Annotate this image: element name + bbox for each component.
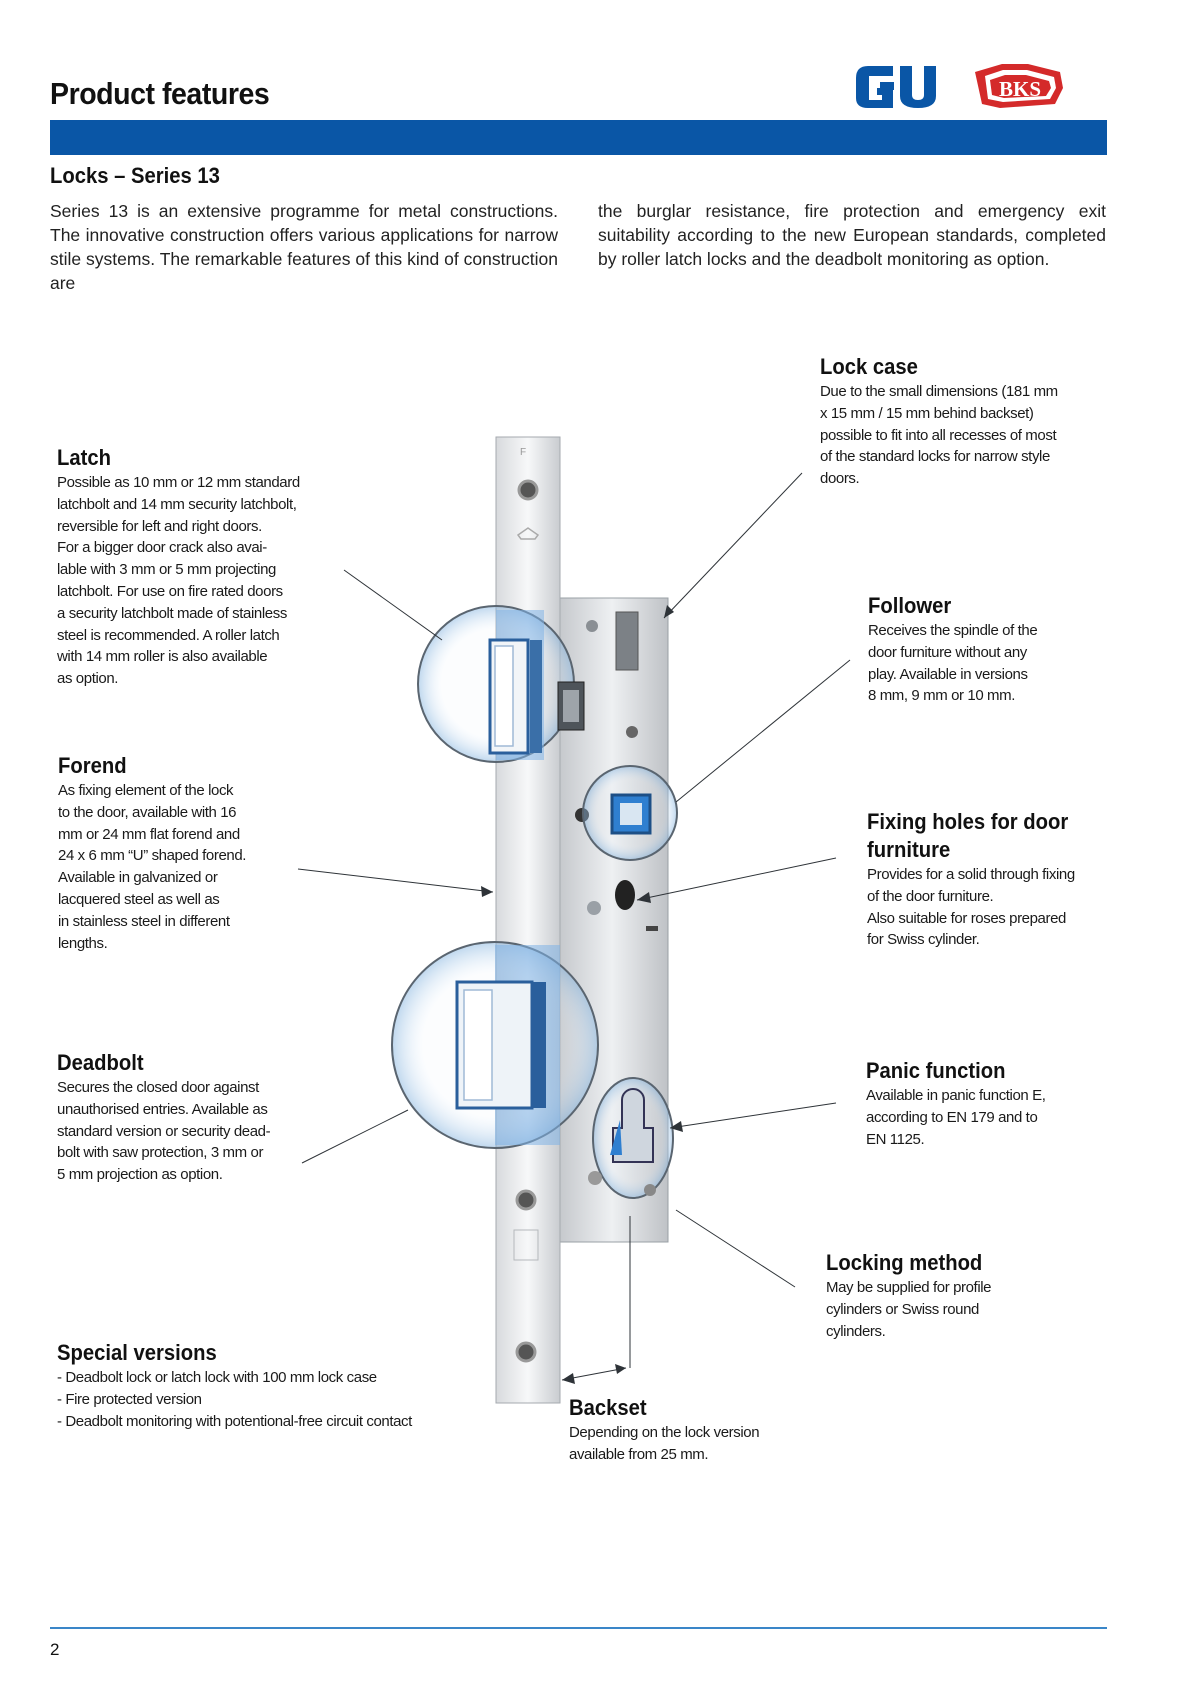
forend-plate — [495, 436, 561, 1404]
feature-locking-method-text: May be supplied for profile cylinders or… — [826, 1279, 992, 1340]
feature-lock-case: Lock case Due to the small dimensions (1… — [820, 353, 1120, 490]
svg-text:BKS: BKS — [999, 77, 1041, 101]
feature-lock-case-text: Due to the small dimensions (181 mm x 15… — [820, 383, 1058, 488]
header-blue-bar — [50, 120, 1107, 155]
feature-latch-text: Possible as 10 mm or 12 mm standard latc… — [57, 474, 300, 688]
feature-latch: Latch Possible as 10 mm or 12 mm standar… — [57, 444, 357, 690]
feature-locking-method: Locking method May be supplied for profi… — [826, 1249, 1126, 1342]
page-title: Product features — [50, 76, 270, 111]
feature-deadbolt-text: Secures the closed door against unauthor… — [57, 1079, 271, 1184]
feature-locking-method-title: Locking method — [826, 1250, 983, 1275]
feature-fixing-holes-title: Fixing holes for door furniture — [867, 809, 1069, 862]
page-number: 2 — [50, 1640, 60, 1659]
gu-logo — [856, 66, 936, 108]
feature-fixing-holes-text: Provides for a solid through fixing of t… — [867, 866, 1075, 949]
feature-forend-title: Forend — [58, 753, 127, 778]
feature-backset-text: Depending on the lock version available … — [569, 1424, 760, 1463]
feature-follower: Follower Receives the spindle of the doo… — [868, 592, 1168, 707]
feature-special-versions-text: - Deadbolt lock or latch lock with 100 m… — [57, 1369, 412, 1430]
feature-forend: Forend As fixing element of the lock to … — [58, 752, 358, 954]
feature-follower-title: Follower — [868, 593, 952, 618]
intro-text-left: Series 13 is an extensive programme for … — [50, 201, 558, 293]
bks-logo: BKS — [975, 64, 1063, 108]
intro-text-right: the burglar resistance, fire protection … — [598, 201, 1106, 269]
feature-panic-function: Panic function Available in panic functi… — [866, 1057, 1166, 1150]
feature-follower-text: Receives the spindle of the door furnitu… — [868, 622, 1038, 705]
section-title: Locks – Series 13 — [50, 163, 220, 188]
feature-fixing-holes: Fixing holes for door furniture Provides… — [867, 808, 1167, 951]
feature-deadbolt: Deadbolt Secures the closed door against… — [57, 1049, 357, 1186]
feature-lock-case-title: Lock case — [820, 354, 918, 379]
feature-backset-title: Backset — [569, 1395, 647, 1420]
feature-latch-title: Latch — [57, 445, 111, 470]
feature-panic-function-text: Available in panic function E, according… — [866, 1087, 1046, 1148]
svg-text:F: F — [520, 447, 526, 458]
feature-special-versions-title: Special versions — [57, 1340, 217, 1365]
footer-rule — [50, 1627, 1107, 1629]
feature-forend-text: As fixing element of the lock to the doo… — [58, 782, 247, 952]
feature-panic-function-title: Panic function — [866, 1058, 1006, 1083]
feature-special-versions: Special versions - Deadbolt lock or latc… — [57, 1339, 477, 1432]
feature-backset: Backset Depending on the lock version av… — [569, 1394, 869, 1466]
feature-deadbolt-title: Deadbolt — [57, 1050, 144, 1075]
